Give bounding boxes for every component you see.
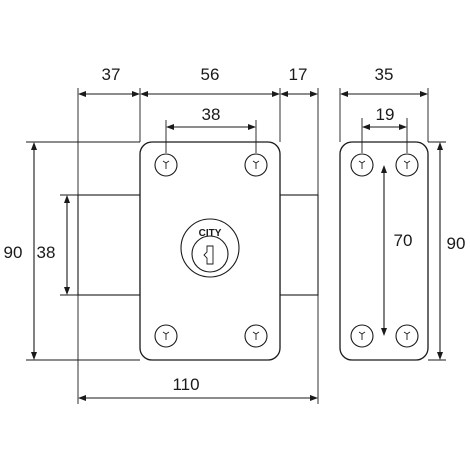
keyway-icon	[203, 245, 214, 265]
svg-text:37: 37	[102, 65, 121, 84]
svg-text:19: 19	[376, 105, 395, 124]
svg-text:90: 90	[447, 234, 466, 253]
dim-bolt-depth: 17	[280, 65, 318, 97]
svg-text:110: 110	[172, 375, 199, 394]
svg-text:38: 38	[202, 105, 221, 124]
svg-text:56: 56	[201, 65, 220, 84]
dim-side-hole-spacing: 19	[362, 105, 407, 130]
dim-side-vertical-hole-spacing: 70	[381, 165, 412, 336]
dim-case-width: 56	[140, 65, 280, 97]
dim-overall-height: 90	[4, 142, 37, 360]
svg-text:70: 70	[394, 231, 413, 250]
bolt-right	[279, 194, 319, 296]
dim-side-width: 35	[340, 65, 428, 97]
key-cylinder: CITY	[180, 218, 240, 278]
svg-text:90: 90	[4, 243, 23, 262]
bolt-left	[77, 194, 141, 296]
svg-text:38: 38	[37, 243, 56, 262]
dim-overall-width: 110	[78, 375, 318, 401]
front-view: CITY 37 56	[4, 65, 319, 404]
dim-bolt-height: 38	[37, 195, 70, 295]
lock-case	[139, 141, 281, 361]
dim-side-height: 90	[437, 142, 465, 360]
svg-text:35: 35	[375, 65, 394, 84]
dim-front-hole-spacing: 38	[166, 105, 256, 130]
cylinder-brand: CITY	[199, 228, 222, 239]
side-view: 35 19 70 90	[339, 65, 465, 361]
svg-text:17: 17	[289, 65, 308, 84]
dim-bolt-projection: 37	[78, 65, 140, 97]
